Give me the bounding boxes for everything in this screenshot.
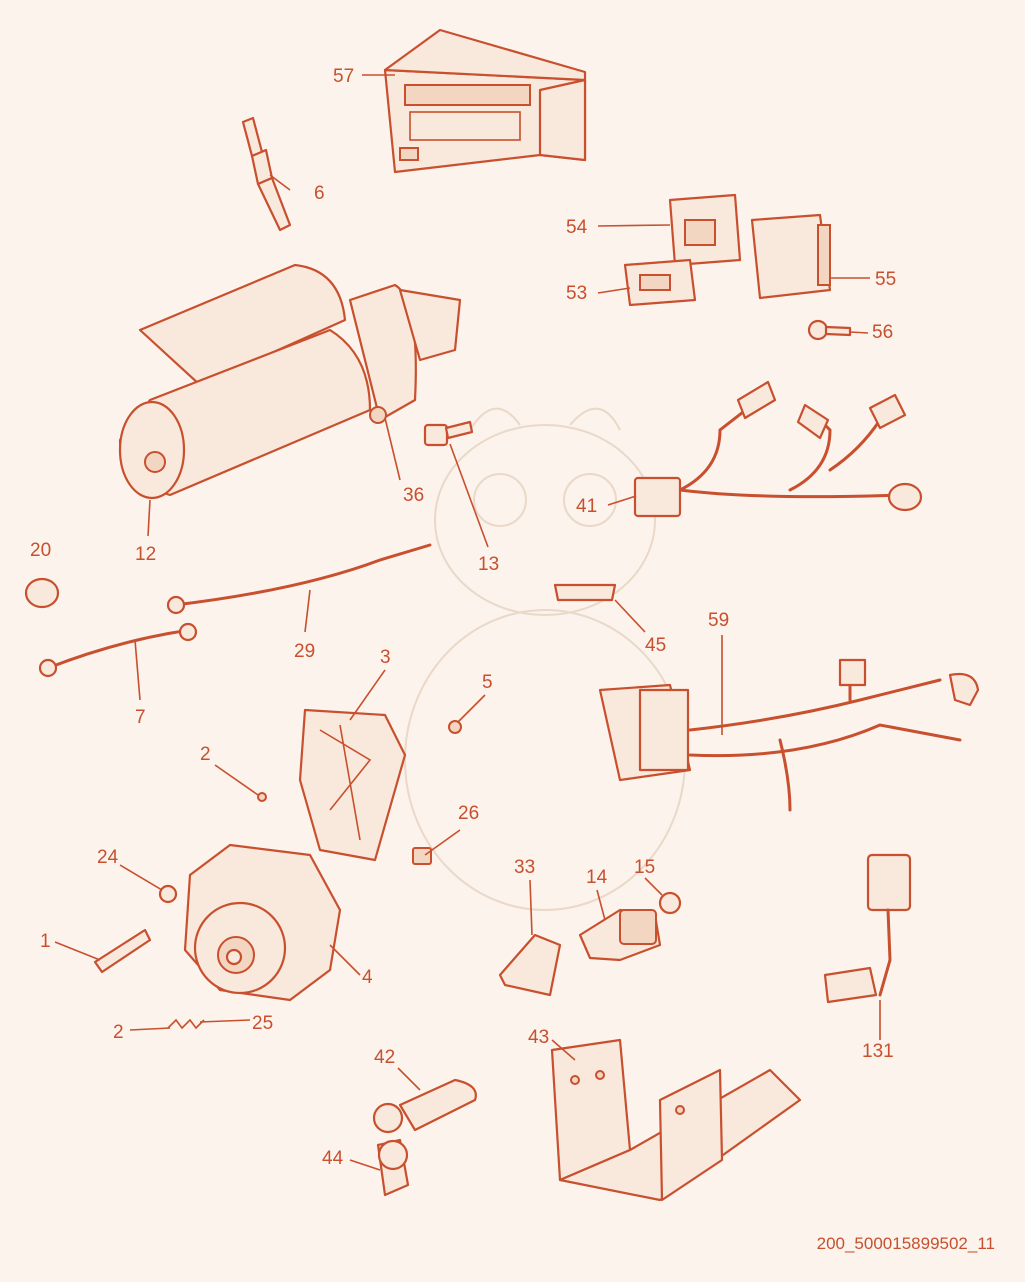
part-1-bolt[interactable] xyxy=(93,928,152,974)
callout-56[interactable]: 56 xyxy=(872,322,894,343)
callout-25[interactable]: 25 xyxy=(252,1013,274,1034)
callout-14[interactable]: 14 xyxy=(586,867,608,888)
part-33-boot[interactable] xyxy=(498,933,562,997)
drawing-code: 200_500015899502_11 xyxy=(816,1234,995,1253)
callout-33[interactable]: 33 xyxy=(514,857,536,878)
callout-15[interactable]: 15 xyxy=(634,857,656,878)
callout-41[interactable]: 41 xyxy=(576,496,598,517)
part-29-cable[interactable] xyxy=(166,543,432,615)
callout-4[interactable]: 4 xyxy=(362,967,373,988)
callout-1[interactable]: 1 xyxy=(40,931,51,952)
callout-26[interactable]: 26 xyxy=(458,803,480,824)
part-2-washer-top[interactable] xyxy=(257,792,267,802)
part-14-sender[interactable] xyxy=(578,908,662,962)
callout-44[interactable]: 44 xyxy=(322,1148,344,1169)
callout-2-bottom[interactable]: 2 xyxy=(113,1022,124,1043)
callout-45[interactable]: 45 xyxy=(645,635,667,656)
callout-29[interactable]: 29 xyxy=(294,641,316,662)
part-6-glow-plug[interactable] xyxy=(241,116,292,232)
part-12-starter-motor[interactable] xyxy=(118,263,462,500)
part-26-clip[interactable] xyxy=(412,847,432,865)
part-45-clip[interactable] xyxy=(553,583,617,602)
callout-20[interactable]: 20 xyxy=(30,540,52,561)
part-4-alternator[interactable] xyxy=(183,843,342,1002)
callout-13[interactable]: 13 xyxy=(478,554,500,575)
part-44-key[interactable] xyxy=(376,1138,410,1197)
part-55-relay[interactable] xyxy=(750,213,832,300)
callout-24[interactable]: 24 xyxy=(97,847,119,868)
part-25-spring[interactable] xyxy=(167,1018,205,1030)
part-54-relay[interactable] xyxy=(668,193,742,267)
callout-54[interactable]: 54 xyxy=(566,217,588,238)
callout-43[interactable]: 43 xyxy=(528,1027,550,1048)
callout-6[interactable]: 6 xyxy=(314,183,325,204)
callout-131[interactable]: 131 xyxy=(862,1041,894,1062)
callout-55[interactable]: 55 xyxy=(875,269,897,290)
callout-2-top[interactable]: 2 xyxy=(200,744,211,765)
part-13-bolt[interactable] xyxy=(423,420,474,447)
callout-3[interactable]: 3 xyxy=(380,647,391,668)
part-15-washer[interactable] xyxy=(658,891,682,915)
part-56-screw[interactable] xyxy=(807,319,852,341)
callout-12[interactable]: 12 xyxy=(135,544,157,565)
part-36-bolt[interactable] xyxy=(369,406,387,424)
part-59-main-harness[interactable] xyxy=(598,658,980,812)
callout-36[interactable]: 36 xyxy=(403,485,425,506)
leader-lines xyxy=(54,74,881,1171)
part-43-support[interactable] xyxy=(550,1038,802,1202)
callout-7[interactable]: 7 xyxy=(135,707,146,728)
callout-5[interactable]: 5 xyxy=(482,672,493,693)
part-7-cable[interactable] xyxy=(38,622,198,678)
part-42-ignition-switch[interactable] xyxy=(372,1078,477,1134)
callout-59[interactable]: 59 xyxy=(708,610,730,631)
part-131-connector[interactable] xyxy=(823,853,912,1004)
callout-42[interactable]: 42 xyxy=(374,1047,396,1068)
part-20-nut[interactable] xyxy=(24,577,60,609)
part-57-control-unit[interactable] xyxy=(383,28,587,174)
part-53-relay[interactable] xyxy=(623,258,697,307)
part-24-nut[interactable] xyxy=(158,884,178,904)
callout-57[interactable]: 57 xyxy=(333,66,355,87)
callout-53[interactable]: 53 xyxy=(566,283,588,304)
part-5-nut[interactable] xyxy=(448,720,462,734)
part-41-wiring-harness[interactable] xyxy=(633,380,923,518)
part-3-bracket[interactable] xyxy=(298,708,407,862)
